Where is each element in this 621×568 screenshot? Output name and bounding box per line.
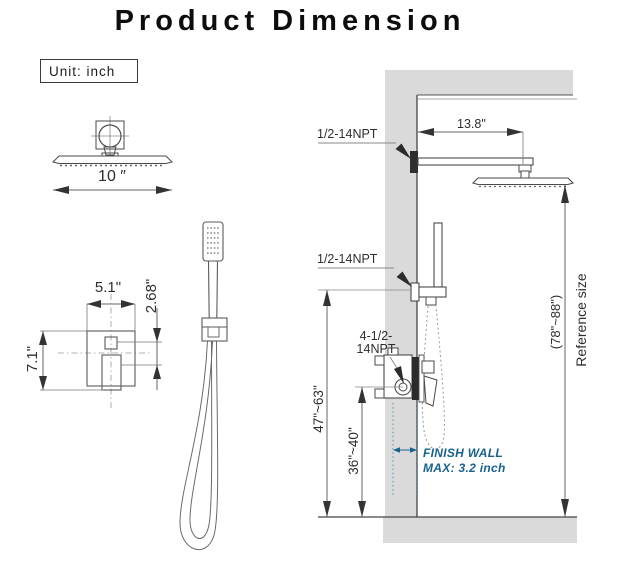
arm-thread-label: 1/2-14NPT [317,127,378,141]
rain-head-width-dim-label: 10 ″ [98,168,126,185]
valve-width-dim-label: 5.1" [94,279,122,296]
finish-wall-note-line1: FINISH WALL [423,446,503,460]
valve-thread-line1: 4-1/2- [359,329,393,343]
valve-thread-leader [389,356,404,384]
height-dimensions [318,185,569,517]
rain-head-width-dimension [53,186,172,194]
arm-length-dim-label: 13.8" [457,117,486,131]
page-title: Product Dimension [114,5,466,37]
shower-arm-and-head [410,151,575,188]
unit-label-box: Unit: inch [40,59,138,83]
finish-wall-note: FINISH WALL MAX: 3.2 inch [423,446,506,476]
finish-wall-marks [392,403,417,497]
valve-height-dim-label: 7.1" [23,345,41,373]
holder-height-dim-label: 47"~63" [310,385,326,433]
handheld-holder-side-view [410,222,447,450]
valve-front-view [58,294,152,408]
rain-head-side-view [52,116,173,167]
reference-size-label: Reference size [573,273,589,367]
arm-thread-leader [318,142,411,159]
holder-thread-leader [318,267,412,287]
valve-height-range-label: 36"~40" [345,427,361,475]
valve-dimensions [39,300,162,391]
valve-side-view [374,347,438,407]
head-height-dim-label: (78"~88") [547,294,563,350]
valve-thread-line2: 14NPT [356,341,396,356]
holder-thread-label: 1/2-14NPT [317,252,378,266]
valve-offset-dim-label: 2.68" [142,278,160,314]
valve-thread-label: 4-1/2- 14NPT [350,330,402,355]
arm-length-dimension [418,128,524,164]
finish-wall-note-line2: MAX: 3.2 inch [423,461,506,475]
handheld-wand-front-view [179,221,228,551]
